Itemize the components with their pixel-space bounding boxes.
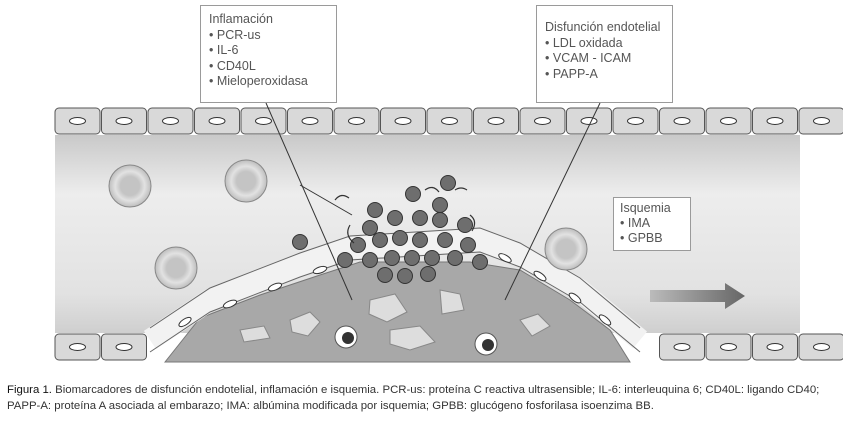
platelet <box>412 232 428 248</box>
box-item: CD40L <box>209 59 328 75</box>
endothelial-cell <box>194 107 240 135</box>
cap-nucleus <box>498 253 512 263</box>
cap-nucleus <box>568 292 582 304</box>
cap-nucleus <box>533 270 547 282</box>
inflamacion-box: Inflamación PCR-us IL-6 CD40L Mieloperox… <box>200 5 337 103</box>
box-item: PAPP-A <box>545 67 664 83</box>
cap-nucleus <box>267 282 283 292</box>
cap-cell-nuclei <box>178 253 612 328</box>
platelet <box>472 254 488 270</box>
endothelial-cell <box>659 107 705 135</box>
endothelial-cell <box>54 107 101 135</box>
macrophage <box>334 325 358 349</box>
red-blood-cell <box>154 246 198 290</box>
cap-nucleus <box>222 299 238 309</box>
box-item: Mieloperoxidasa <box>209 74 328 90</box>
platelet <box>437 232 453 248</box>
cap-nucleus <box>312 265 328 275</box>
endothelial-cell <box>519 107 566 135</box>
red-blood-cell <box>224 159 268 203</box>
platelet <box>432 212 448 228</box>
caption-text: Biomarcadores de disfunción endotelial, … <box>7 384 820 412</box>
endothelial-cell <box>147 107 194 135</box>
endothelial-cell <box>705 333 752 361</box>
box-item: GPBB <box>620 231 684 246</box>
endothelial-cell <box>659 333 705 361</box>
cap-nucleus <box>598 314 612 326</box>
box-item: IL-6 <box>209 43 328 59</box>
platelet <box>460 237 476 253</box>
foam-cells <box>239 289 551 351</box>
endothelial-cell <box>752 333 798 361</box>
platelet <box>432 197 448 213</box>
platelet <box>424 250 440 266</box>
figure-caption: Figura 1. Biomarcadores de disfunción en… <box>7 382 842 414</box>
endothelial-cell <box>380 107 426 135</box>
endothelium-top <box>54 107 843 135</box>
endothelial-cell <box>101 333 147 361</box>
endothelial-cell <box>426 107 473 135</box>
platelet <box>420 266 436 282</box>
flow-arrow-icon <box>650 283 745 309</box>
platelet <box>412 210 428 226</box>
platelet <box>367 202 383 218</box>
platelet <box>377 267 393 283</box>
endothelial-cell <box>473 107 519 135</box>
box-item: PCR-us <box>209 28 328 44</box>
disfuncion-box: Disfunción endotelial LDL oxidada VCAM -… <box>536 5 673 103</box>
box-title: Inflamación <box>209 12 273 26</box>
platelet <box>350 237 366 253</box>
platelet <box>387 210 403 226</box>
red-blood-cells <box>108 159 588 290</box>
box-item: VCAM - ICAM <box>545 51 664 67</box>
box-item: LDL oxidada <box>545 36 664 52</box>
platelet <box>384 250 400 266</box>
red-blood-cell <box>544 227 588 271</box>
endothelial-cell <box>612 107 659 135</box>
platelet <box>397 268 413 284</box>
endothelial-cell <box>705 107 752 135</box>
platelet-aggregate <box>292 175 488 284</box>
box-item: IMA <box>620 216 684 231</box>
platelet <box>405 186 421 202</box>
vessel-diagram <box>54 102 843 363</box>
platelet <box>362 252 378 268</box>
endothelial-cell <box>287 107 333 135</box>
platelet <box>372 232 388 248</box>
caption-label: Figura 1. <box>7 384 52 396</box>
endothelial-cell <box>752 107 798 135</box>
callout-line-inflamacion <box>265 102 353 301</box>
endothelial-cell <box>798 333 843 361</box>
platelet <box>292 234 308 250</box>
endothelial-cell <box>101 107 147 135</box>
platelet <box>337 252 353 268</box>
cap-nucleus <box>178 316 192 328</box>
box-title: Isquemia <box>620 201 671 215</box>
endothelial-cell <box>333 107 380 135</box>
macrophage <box>474 332 498 356</box>
platelet <box>440 175 456 191</box>
callout-line-inflamacion-2 <box>299 184 353 216</box>
endothelial-cell <box>566 107 612 135</box>
isquemia-box: Isquemia IMA GPBB <box>613 197 691 251</box>
endothelial-cell <box>54 333 101 361</box>
endothelium-bottom <box>54 333 843 361</box>
platelet <box>457 217 473 233</box>
platelet <box>362 220 378 236</box>
platelet <box>404 250 420 266</box>
box-title: Disfunción endotelial <box>545 20 661 34</box>
platelet <box>392 230 408 246</box>
red-blood-cell <box>108 164 152 208</box>
fibrin-strands <box>334 186 476 244</box>
endothelial-cell <box>798 107 843 135</box>
endothelial-cell <box>240 107 287 135</box>
platelet <box>447 250 463 266</box>
callout-line-disfuncion <box>504 102 601 301</box>
